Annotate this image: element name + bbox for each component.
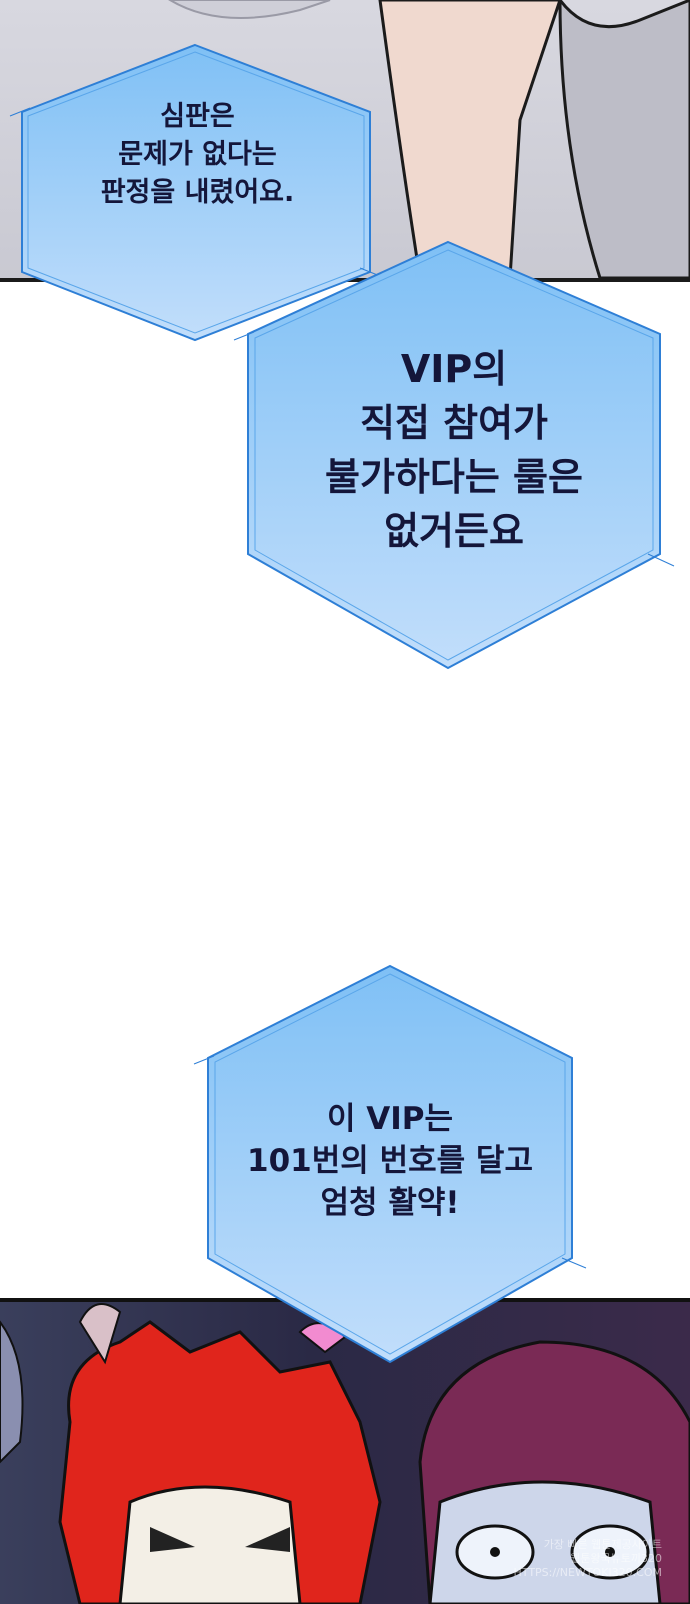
bubble-1-line-3: 판정을 내렸어요. <box>100 177 295 208</box>
bubble-2-line-4: 없거든요 <box>384 509 524 553</box>
watermark: 가장 빠른 웹툰제공사이트 웹툰왕국뉴토끼320 HTTPS://NEWTOKI… <box>514 1538 662 1580</box>
bubble-2-text: VIP의 직접 참여가 불가하다는 룰은 없거든요 <box>228 342 680 558</box>
bubble-3-text: 이 VIP는 101번의 번호를 달고 엄청 활약! <box>190 1098 590 1224</box>
bubble-3-line-1: 이 VIP는 <box>326 1101 454 1137</box>
bubble-3-line-2: 101번의 번호를 달고 <box>247 1143 533 1179</box>
watermark-line-1: 가장 빠른 웹툰제공사이트 <box>543 1538 662 1551</box>
speech-bubble-3: 이 VIP는 101번의 번호를 달고 엄청 활약! <box>190 958 590 1370</box>
bubble-1-line-1: 심판은 <box>160 101 235 132</box>
hexagon-bubble-shape <box>233 240 675 670</box>
hexagon-bubble-shape <box>193 964 587 1364</box>
bubble-2-line-1: VIP의 <box>400 347 508 391</box>
bubble-2-line-2: 직접 참여가 <box>359 401 549 445</box>
bubble-1-text: 심판은 문제가 없다는 판정을 내렸어요. <box>0 98 395 212</box>
bubble-2-line-3: 불가하다는 룰은 <box>325 455 583 499</box>
bubble-1-line-2: 문제가 없다는 <box>118 139 277 170</box>
hexagon-bubble-shape <box>9 43 386 342</box>
watermark-line-2: 웹툰왕국뉴토끼320 <box>570 1552 662 1565</box>
watermark-line-3: HTTPS://NEWTOKI320.COM <box>513 1566 662 1579</box>
bubble-3-line-3: 엄청 활약! <box>320 1185 460 1221</box>
speech-bubble-1: 심판은 문제가 없다는 판정을 내렸어요. <box>0 40 395 345</box>
speech-bubble-2: VIP의 직접 참여가 불가하다는 룰은 없거든요 <box>228 232 680 680</box>
characters-illustration <box>0 1303 690 1604</box>
